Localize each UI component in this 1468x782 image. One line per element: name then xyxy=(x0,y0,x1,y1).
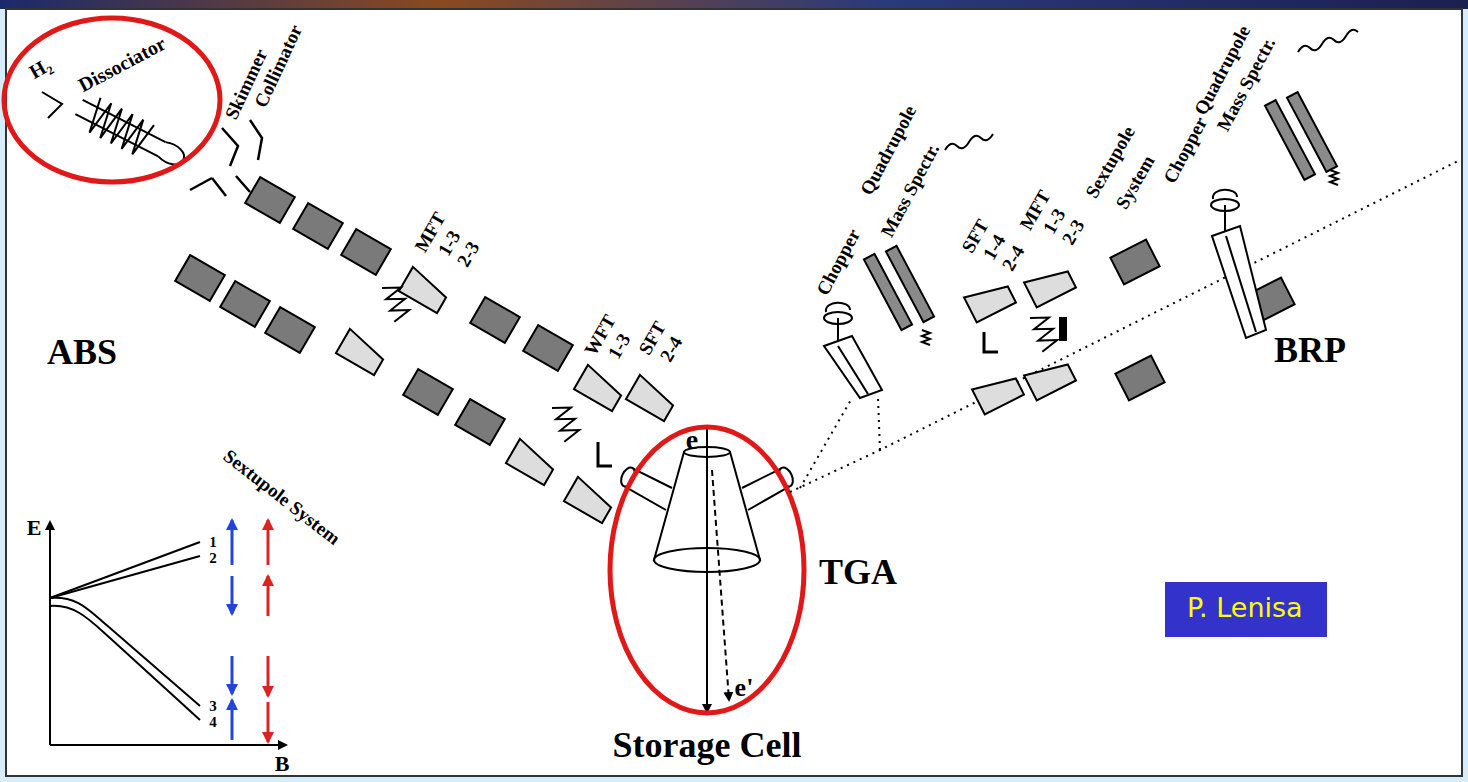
author-box: P. Lenisa xyxy=(1165,582,1327,637)
level-number: 1 xyxy=(209,535,217,550)
section-title: Storage Cell xyxy=(613,727,802,763)
part-label: Dissociator xyxy=(75,33,169,96)
level-number: 3 xyxy=(209,699,217,714)
storage-cell xyxy=(618,428,795,712)
dissociator xyxy=(42,91,191,176)
brp-chopper xyxy=(1211,190,1266,338)
skimmer-collimator xyxy=(190,120,262,196)
beam-label: e xyxy=(686,426,698,454)
level-number: 4 xyxy=(209,715,217,730)
axis-label: E xyxy=(27,517,42,539)
author-name: P. Lenisa xyxy=(1187,592,1303,624)
axis-label: B xyxy=(275,753,290,775)
section-title: BRP xyxy=(1274,332,1346,368)
beam-label: e' xyxy=(735,675,754,701)
part-label: Chopper xyxy=(1160,114,1210,186)
panel xyxy=(6,9,1462,776)
section-title: TGA xyxy=(819,554,897,590)
energy-level-plot xyxy=(50,522,286,745)
section-title: ABS xyxy=(47,334,117,370)
gas-label: H₂ xyxy=(26,54,55,82)
level-number: 2 xyxy=(209,551,217,566)
tga-chopper xyxy=(824,303,882,398)
plot-label: Sextupole System xyxy=(220,446,344,548)
highlight-ellipse xyxy=(610,427,804,713)
highlight-ellipse xyxy=(4,18,220,182)
part-label: Chopper xyxy=(813,226,863,298)
spin-arrows xyxy=(232,520,268,742)
photo-strip xyxy=(0,0,1468,9)
brp-quadrupole xyxy=(1265,30,1358,185)
